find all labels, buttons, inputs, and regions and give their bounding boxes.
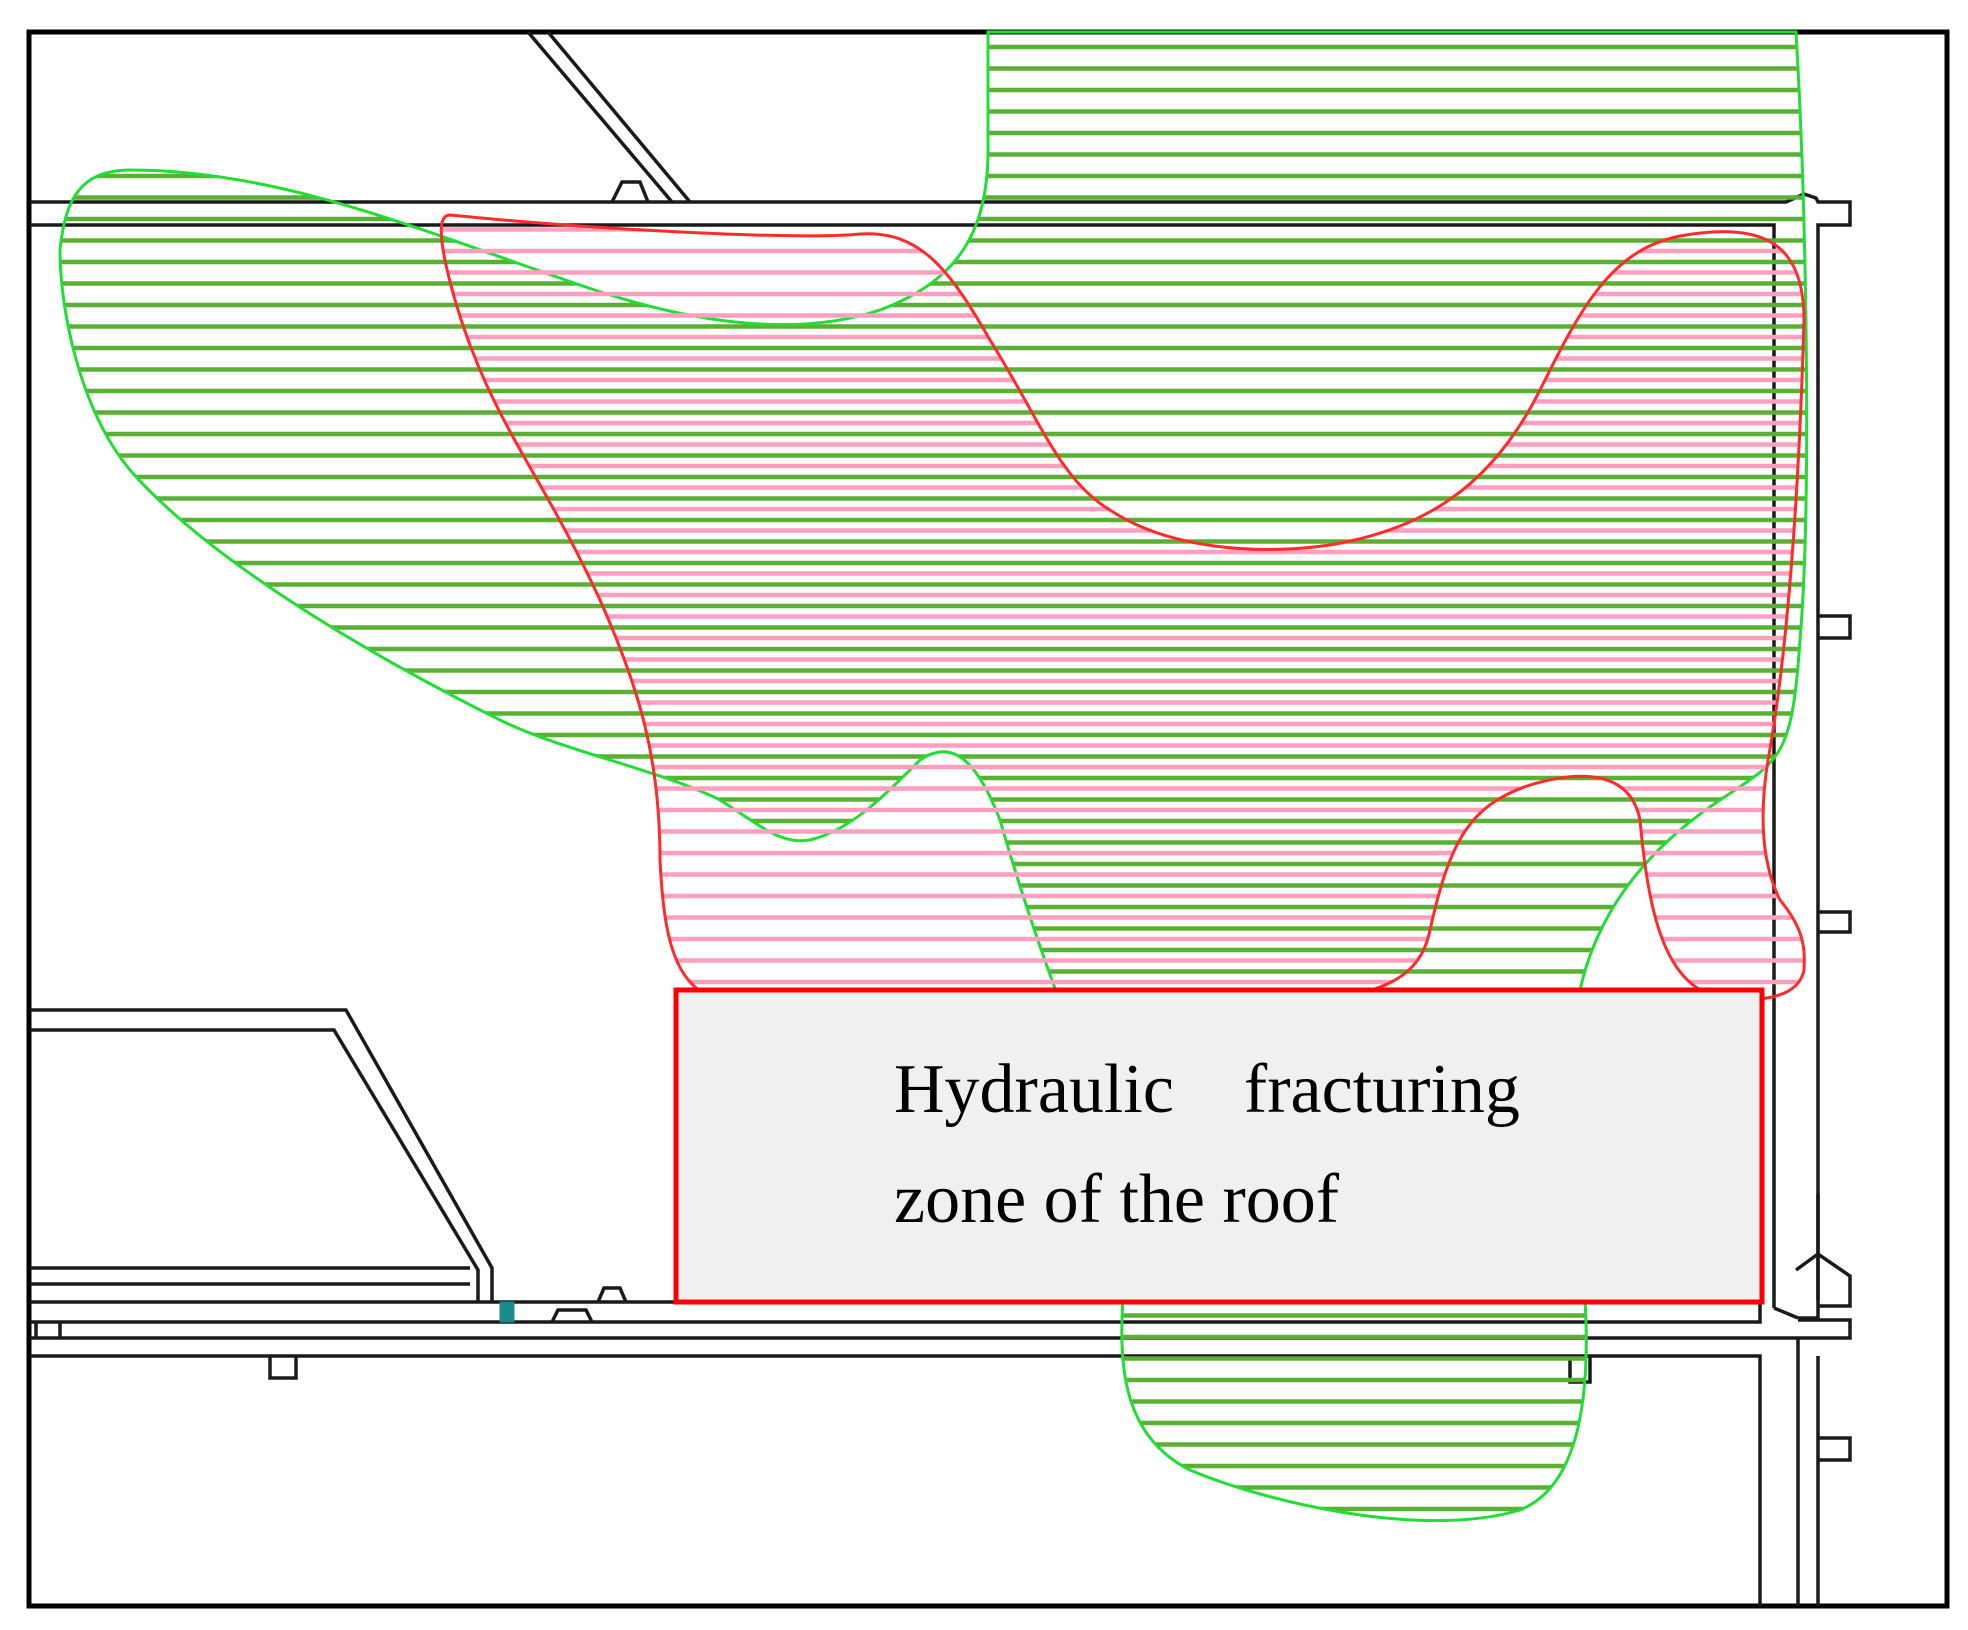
left-connectors: [34, 1322, 62, 1338]
left-workings: [30, 1008, 494, 1302]
bottom-roadway-notches: [268, 1286, 1852, 1462]
legend-box-frame: [673, 987, 1765, 1305]
legend-box: Hydraulic fracturing zone of the roof: [673, 987, 1765, 1305]
right-roadway-lower: [1773, 1251, 1852, 1320]
legend-text-line2: zone of the roof: [894, 1161, 1340, 1238]
red-zone: [439, 213, 1806, 1011]
legend-text-line1: Hydraulic fracturing: [894, 1051, 1520, 1128]
top-diagonal-drift: [526, 30, 692, 204]
teal-marker: [499, 1301, 515, 1323]
bottom-roadway: [30, 1300, 1852, 1606]
right-roadway-notches: [1816, 614, 1852, 1300]
top-roadway-bump: [610, 180, 650, 203]
